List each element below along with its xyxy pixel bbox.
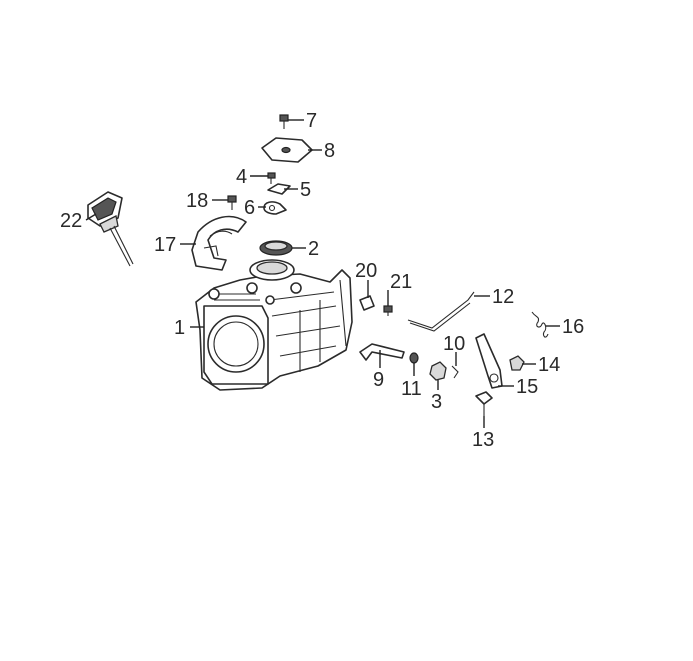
callout-17: 17 (154, 234, 176, 256)
part-14-nut (509, 355, 525, 371)
part-12-rod (407, 291, 475, 332)
callout-10: 10 (443, 333, 465, 355)
part-22-dipstick (87, 191, 134, 267)
callout-9: 9 (373, 369, 384, 391)
part-5-clip (267, 183, 291, 195)
part-16-spring (531, 311, 549, 338)
part-10-pin (451, 365, 459, 379)
part-11-washer (409, 352, 419, 364)
part-21-bolt (383, 305, 393, 316)
callout-2: 2 (308, 238, 319, 260)
callout-12: 12 (492, 286, 514, 308)
part-1-crankcase (195, 259, 353, 391)
part-18-bolt (227, 195, 237, 210)
callout-15: 15 (516, 376, 538, 398)
part-4-screw (267, 172, 276, 184)
callout-21: 21 (390, 271, 412, 293)
callout-11: 11 (401, 378, 422, 400)
part-8-cover-plate (261, 137, 313, 163)
part-9-shaft (359, 343, 405, 361)
callout-1: 1 (174, 317, 185, 339)
callout-18: 18 (186, 190, 208, 212)
callout-3: 3 (431, 391, 442, 413)
callout-4: 4 (236, 166, 247, 188)
part-7-screw (279, 114, 289, 129)
callout-20: 20 (355, 260, 377, 282)
part-15-lever (475, 333, 503, 389)
leader-lines (85, 119, 560, 428)
part-17-baffle (191, 215, 247, 271)
callout-7: 7 (306, 110, 317, 132)
callout-6: 6 (244, 197, 255, 219)
part-2-oil-seal (259, 240, 293, 256)
callout-13: 13 (472, 429, 494, 451)
callout-22: 22 (60, 210, 82, 232)
part-6-bracket (263, 201, 287, 215)
leader-22 (85, 213, 97, 221)
part-3-nut (429, 361, 447, 381)
callout-14: 14 (538, 354, 560, 376)
callout-5: 5 (300, 179, 311, 201)
callout-8: 8 (324, 140, 335, 162)
part-20-clamp (359, 295, 375, 311)
callout-16: 16 (562, 316, 584, 338)
part-13-bolt (475, 391, 493, 416)
callout-labels: 1 2 3 4 5 6 7 8 9 10 11 12 13 14 15 16 1… (60, 110, 584, 451)
